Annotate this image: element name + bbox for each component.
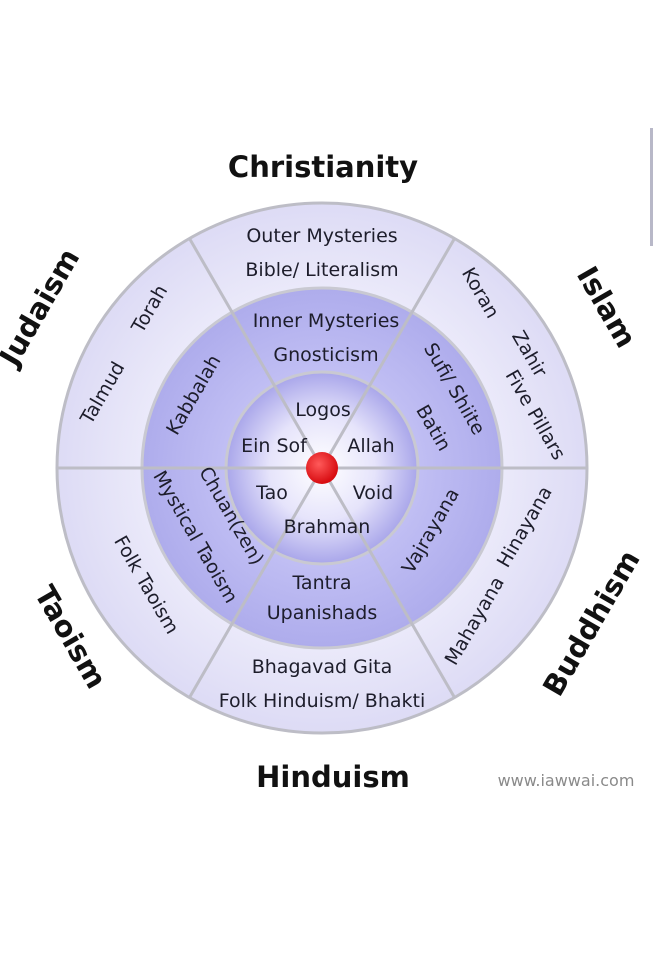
religion-label-judaism: Judaism [0, 243, 86, 374]
source-credit[interactable]: www.iawwai.com [498, 771, 635, 790]
inner-judaism: Ein Sof [241, 435, 308, 457]
middle-christianity-line2: Gnosticism [273, 344, 378, 366]
page-edge-bar [650, 128, 653, 246]
inner-taoism: Tao [255, 482, 288, 504]
outer-hinduism-line1: Bhagavad Gita [252, 656, 393, 678]
middle-hinduism-line2: Upanishads [267, 602, 377, 624]
center-dot [306, 452, 338, 484]
outer-christianity-line2: Bible/ Literalism [245, 259, 398, 281]
middle-hinduism-line1: Tantra [291, 572, 351, 594]
inner-islam: Allah [347, 435, 394, 457]
religion-label-hinduism: Hinduism [256, 760, 410, 794]
outer-hinduism-line2: Folk Hinduism/ Bhakti [219, 690, 426, 712]
middle-christianity-line1: Inner Mysteries [253, 310, 400, 332]
outer-christianity-line1: Outer Mysteries [246, 225, 397, 247]
inner-buddhism: Void [353, 482, 394, 504]
inner-christianity: Logos [295, 399, 350, 421]
religion-label-islam: Islam [570, 260, 643, 353]
inner-hinduism: Brahman [284, 516, 371, 538]
religion-label-christianity: Christianity [228, 150, 418, 184]
